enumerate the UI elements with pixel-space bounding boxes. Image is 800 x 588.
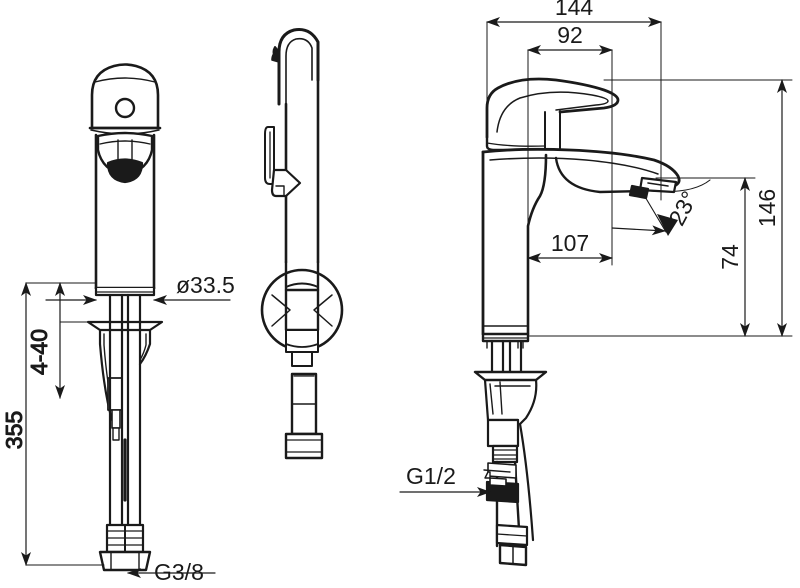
dim-lever-reach: 92 [557, 22, 583, 48]
dim-base-diameter: ø33.5 [176, 272, 235, 298]
dim-overall-reach: 144 [555, 0, 594, 20]
dim-overall-height: 355 [1, 411, 27, 449]
dim-supply-thread: G1/2 [406, 463, 456, 489]
dim-overall-body-height: 146 [754, 189, 780, 227]
dim-bottom-thread: G3/8 [154, 559, 204, 585]
dim-mounting-range: 4-40 [26, 329, 52, 375]
side-view [260, 28, 344, 460]
dim-spout-reach: 107 [551, 230, 589, 256]
dim-spout-height: 74 [717, 244, 743, 270]
front-view: 355 4-40 ø33.5 G3/8 [1, 63, 235, 585]
profile-view: 144 92 107 146 74 23° G1/2 [399, 0, 793, 567]
